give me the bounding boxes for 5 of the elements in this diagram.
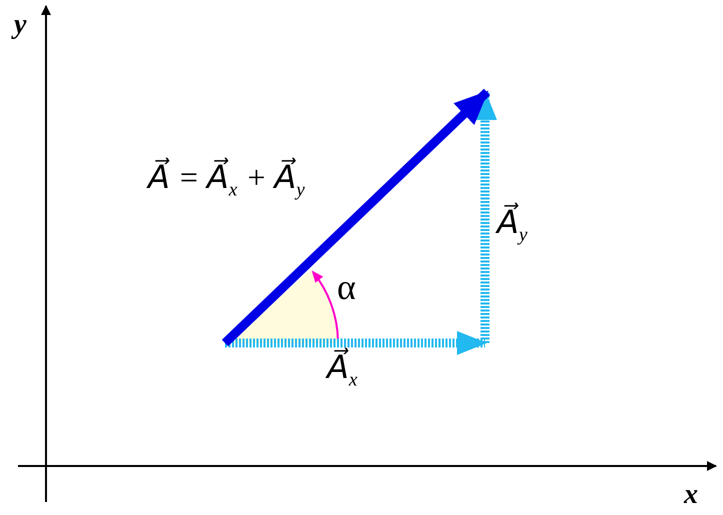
vector-label: A⃗$_{y}$ <box>497 205 528 246</box>
axis-label: x <box>684 480 698 511</box>
vector-equation: A⃗ = A⃗$_{x}$ + A⃗$_{y}$ <box>148 160 305 200</box>
vector-label: A⃗$_{x}$ <box>327 350 358 390</box>
angle-label: α <box>337 268 356 308</box>
